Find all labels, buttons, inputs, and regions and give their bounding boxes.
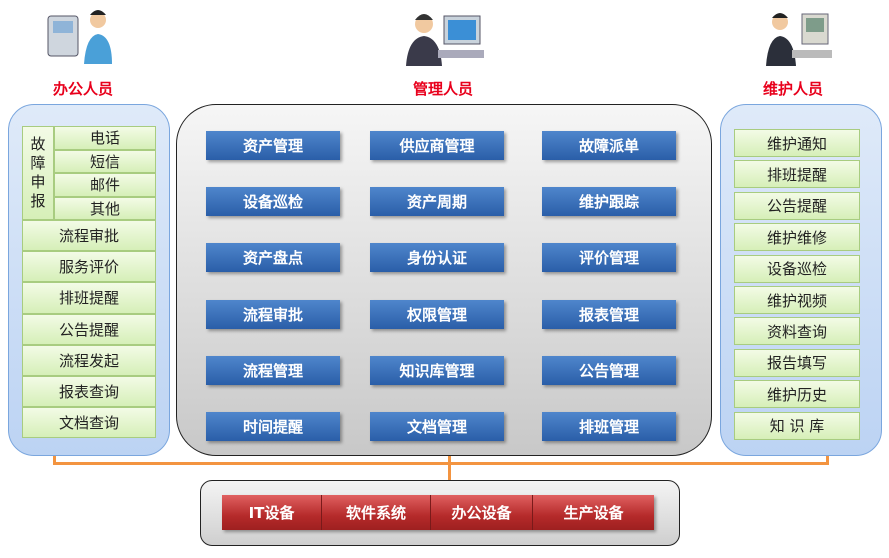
- fault-char: 故: [30, 135, 46, 153]
- management-function-button[interactable]: 故障派单: [542, 131, 676, 160]
- management-function-button[interactable]: 流程审批: [206, 299, 340, 329]
- connector: [53, 462, 829, 465]
- device-bar: IT设备 软件系统 办公设备 生产设备: [222, 495, 654, 530]
- connector: [826, 456, 829, 465]
- management-function-button[interactable]: 文档管理: [370, 412, 504, 441]
- fault-channel-item[interactable]: 邮件: [54, 173, 156, 197]
- maintenance-function-item[interactable]: 维护视频: [734, 286, 860, 314]
- maintenance-function-item[interactable]: 维护维修: [734, 223, 860, 252]
- maintenance-function-item[interactable]: 排班提醒: [734, 160, 860, 189]
- management-function-button[interactable]: 评价管理: [542, 243, 676, 273]
- fault-channel-item[interactable]: 其他: [54, 196, 156, 220]
- maintenance-function-item[interactable]: 资料查询: [734, 317, 860, 346]
- device-it[interactable]: IT设备: [222, 495, 322, 530]
- management-function-button[interactable]: 供应商管理: [370, 131, 504, 160]
- management-function-button[interactable]: 公告管理: [542, 355, 676, 385]
- fault-char: 报: [30, 192, 46, 210]
- connector: [53, 456, 56, 465]
- role-management-staff: 管理人员: [412, 80, 473, 98]
- fault-char: 申: [30, 173, 46, 191]
- management-function-button[interactable]: 资产周期: [370, 187, 504, 217]
- management-function-button[interactable]: 报表管理: [542, 299, 676, 329]
- maintenance-function-item[interactable]: 知 识 库: [734, 411, 860, 440]
- maintenance-function-item[interactable]: 设备巡检: [734, 254, 860, 283]
- fault-report-label: 故 障 申 报: [22, 126, 54, 220]
- management-function-button[interactable]: 排班管理: [542, 412, 676, 441]
- office-function-item[interactable]: 公告提醒: [22, 313, 156, 345]
- maintenance-function-item[interactable]: 公告提醒: [734, 191, 860, 220]
- management-function-button[interactable]: 资产盘点: [206, 243, 340, 273]
- office-worker-phone-icon: [47, 10, 112, 64]
- fault-channel-item[interactable]: 电话: [54, 126, 156, 150]
- device-software[interactable]: 软件系统: [322, 495, 431, 530]
- role-maintenance-staff: 维护人员: [762, 80, 823, 98]
- office-function-item[interactable]: 流程发起: [22, 344, 156, 376]
- management-panel: [176, 104, 712, 456]
- device-production[interactable]: 生产设备: [533, 495, 654, 530]
- maintenance-function-item[interactable]: 维护通知: [734, 129, 860, 157]
- management-function-button[interactable]: 设备巡检: [206, 187, 340, 217]
- maintenance-worker-icon: [766, 13, 832, 66]
- office-function-item[interactable]: 服务评价: [22, 251, 156, 283]
- management-function-button[interactable]: 维护跟踪: [542, 187, 676, 217]
- device-office[interactable]: 办公设备: [431, 495, 533, 530]
- office-function-item[interactable]: 文档查询: [22, 407, 156, 439]
- office-function-item[interactable]: 流程审批: [22, 220, 156, 252]
- management-function-button[interactable]: 时间提醒: [206, 412, 340, 441]
- maintenance-function-item[interactable]: 维护历史: [734, 380, 860, 409]
- maintenance-function-item[interactable]: 报告填写: [734, 348, 860, 377]
- management-function-button[interactable]: 流程管理: [206, 355, 340, 385]
- management-function-button[interactable]: 身份认证: [370, 243, 504, 273]
- fault-char: 障: [30, 154, 46, 172]
- office-function-item[interactable]: 报表查询: [22, 376, 156, 408]
- management-function-button[interactable]: 权限管理: [370, 299, 504, 329]
- manager-computer-icon: [406, 14, 484, 66]
- fault-channel-item[interactable]: 短信: [54, 149, 156, 173]
- management-function-button[interactable]: 知识库管理: [370, 355, 504, 385]
- role-office-staff: 办公人员: [52, 80, 113, 98]
- management-function-button[interactable]: 资产管理: [206, 131, 340, 160]
- connector: [448, 456, 451, 481]
- office-function-item[interactable]: 排班提醒: [22, 282, 156, 314]
